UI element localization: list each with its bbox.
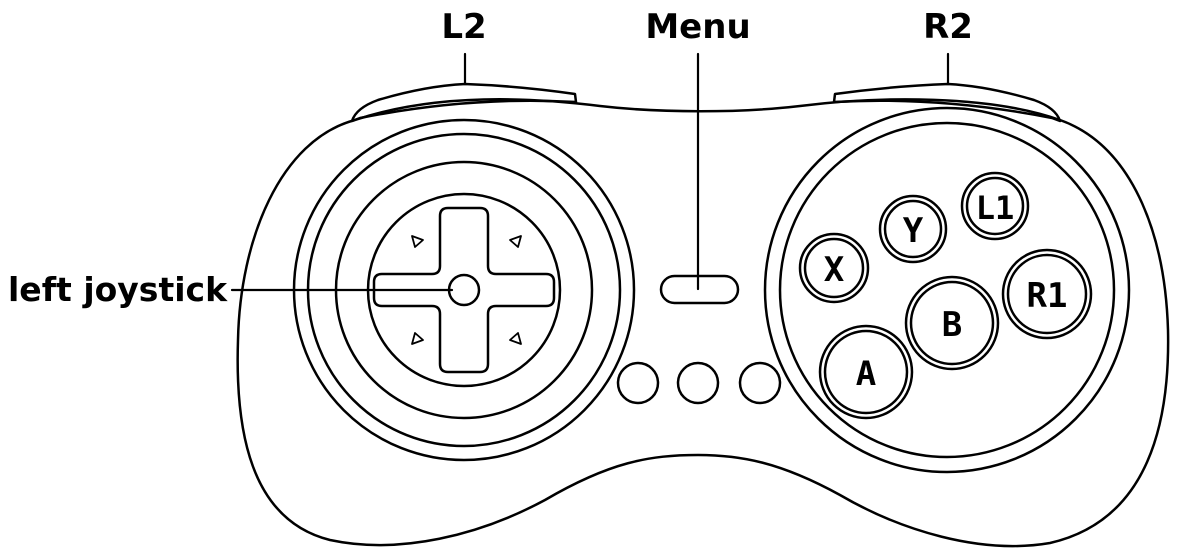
l1-button[interactable]: L1: [960, 171, 1030, 241]
face-button-inner-ring: [778, 121, 1116, 459]
menu-label: Menu: [645, 7, 750, 47]
a-button-label: A: [856, 354, 876, 394]
l2-trigger[interactable]: [350, 82, 578, 123]
left-joystick-label: left joystick: [8, 270, 228, 309]
menu-button[interactable]: [659, 274, 740, 305]
face-button-outer-ring: [763, 106, 1131, 474]
center-round-button-2[interactable]: [676, 361, 720, 405]
controller-body: [236, 98, 1170, 548]
center-round-button-3[interactable]: [738, 361, 782, 405]
r2-label: R2: [923, 7, 973, 47]
l1-button-label: L1: [976, 189, 1015, 227]
r1-button[interactable]: R1: [1001, 248, 1093, 340]
arrow-lower-left-icon: [411, 332, 424, 345]
dpad-outer-ring: [292, 118, 636, 462]
dpad-middle-ring: [306, 132, 622, 448]
b-button[interactable]: B: [904, 275, 1000, 371]
arrow-upper-right-icon: [509, 235, 522, 248]
r2-trigger[interactable]: [832, 82, 1062, 123]
x-button[interactable]: X: [798, 232, 870, 304]
l2-label: L2: [441, 7, 486, 47]
b-button-label: B: [942, 305, 962, 345]
y-button[interactable]: Y: [878, 194, 948, 264]
r1-button-label: R1: [1027, 276, 1068, 316]
a-button[interactable]: A: [818, 324, 914, 420]
arrow-lower-right-icon: [509, 332, 522, 345]
center-round-button-1[interactable]: [616, 361, 660, 405]
dpad-inner-ring: [334, 160, 594, 420]
dpad-base-circle: [366, 192, 562, 388]
left-joystick-dpad[interactable]: [372, 206, 556, 374]
y-button-label: Y: [903, 211, 924, 251]
arrow-upper-left-icon: [411, 235, 424, 248]
joystick-center-circle[interactable]: [447, 273, 481, 307]
x-button-label: X: [824, 250, 845, 290]
